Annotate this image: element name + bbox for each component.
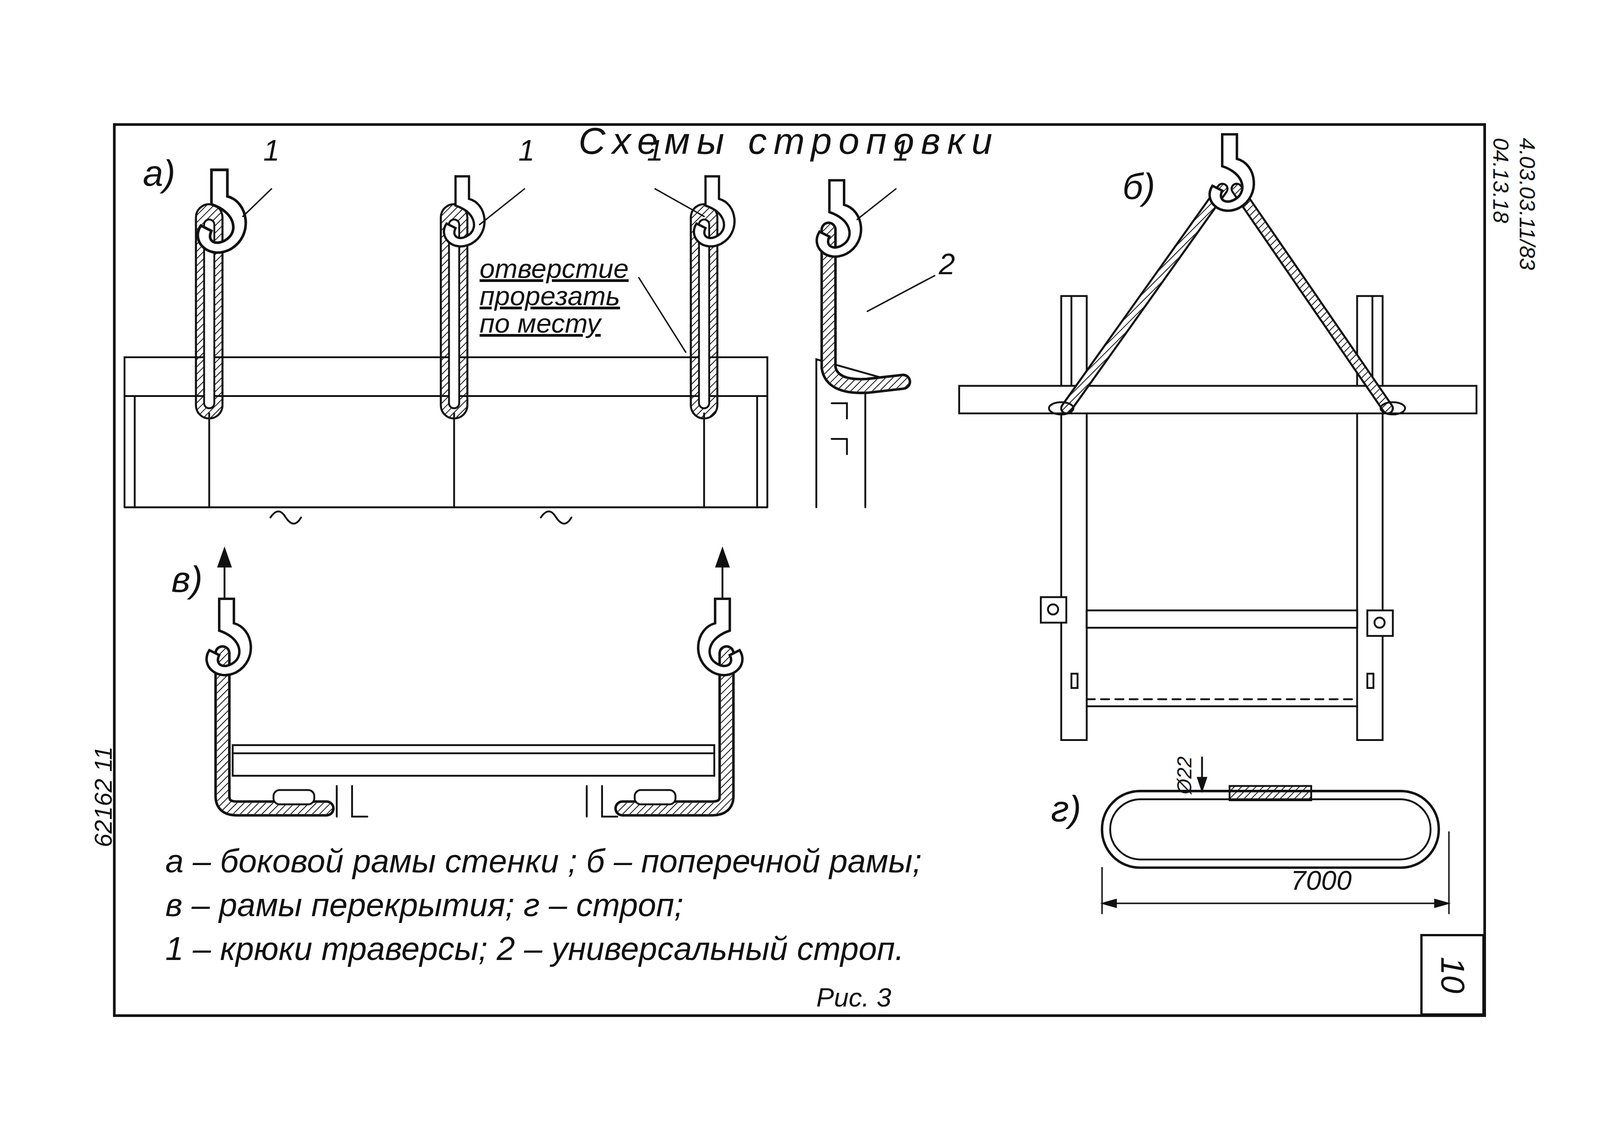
callout-number: 1 [646,134,664,167]
page-number-box: 10 [1420,933,1485,1016]
figure-letter: б) [1122,166,1156,207]
callout-number: 1 [893,134,910,167]
callout-number: 1 [263,134,280,167]
callout-number: 1 [518,134,536,167]
diagram-title: Схемы строповки [578,120,999,162]
figure-letter: г) [1050,788,1081,829]
note: отверстие прорезать по месту [479,254,639,338]
document-code: 4.03.03.11/83 [1514,137,1539,271]
figure-caption: Рис. 3 [816,982,892,1012]
legend-line: в – рамы перекрытия; г – строп; [165,886,684,923]
legend-line: а – боковой рамы стенки ; б – поперечной… [165,842,922,879]
archive-number: 62162 11 [89,746,117,847]
dimension: 7000 [1290,865,1352,896]
figure-letter: в) [171,559,203,600]
figure-letter: а) [142,153,176,194]
legend-line: 1 – крюки траверсы; 2 – универсальный ст… [165,930,904,967]
page-number: 10 [1436,956,1470,993]
dimension: Ø22 [1173,755,1196,794]
callout-number: 2 [938,248,956,281]
document-code: 04.13.18 [1488,137,1513,224]
